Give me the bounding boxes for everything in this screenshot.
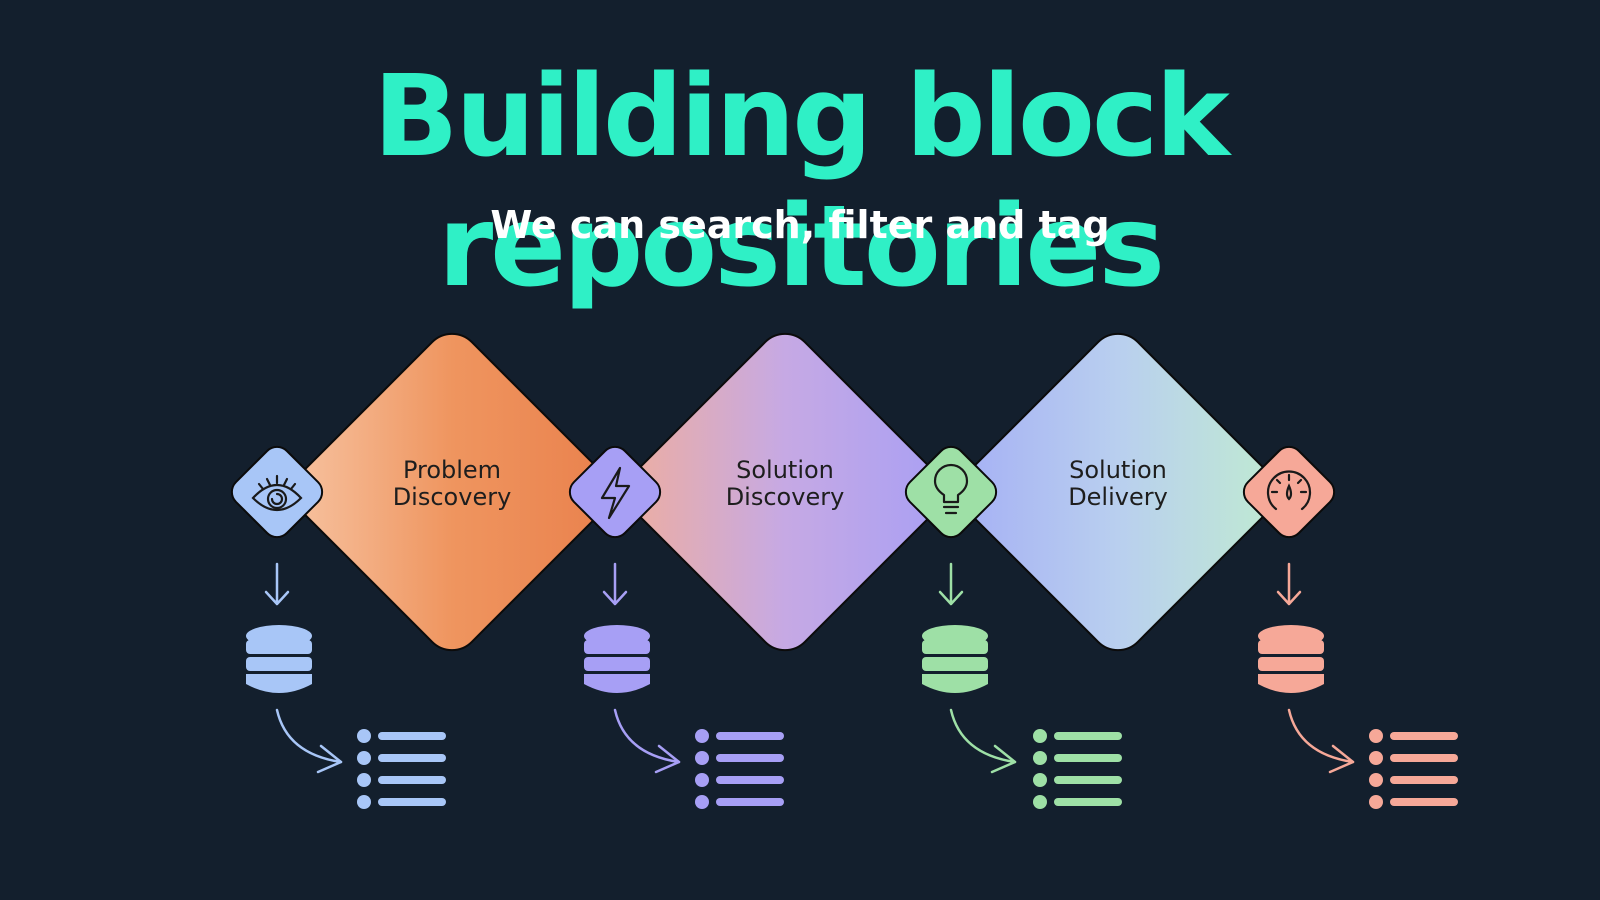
stage-label-line2: Delivery (1068, 483, 1168, 511)
database-icon (584, 625, 650, 693)
curved-arrow-icon (275, 708, 343, 774)
database-icon (922, 625, 988, 693)
checkpoint-4 (1242, 445, 1458, 809)
checkpoint-diamond (904, 445, 998, 539)
gauge-icon (1266, 470, 1312, 511)
database-icon (1258, 625, 1324, 693)
checkpoint-diamond (568, 445, 662, 539)
list-icon (1033, 729, 1122, 809)
list-icon (1369, 729, 1458, 809)
arrow-down-icon (1276, 562, 1302, 606)
checkpoint-1 (230, 445, 446, 809)
stage-solution-discovery: Solution Discovery (625, 332, 945, 652)
page-title: Building block repositories (373, 52, 1230, 312)
curved-arrow-icon (949, 708, 1017, 774)
list-icon (357, 729, 446, 809)
checkpoint-diamond (1242, 445, 1336, 539)
eye-icon (251, 474, 303, 512)
lightbulb-icon (933, 463, 969, 515)
list-icon (695, 729, 784, 809)
stage-label-line2: Discovery (393, 483, 512, 511)
lightning-icon (600, 466, 631, 520)
stage-problem-discovery: Problem Discovery (292, 332, 612, 652)
stage-label-line1: Solution (1069, 456, 1167, 484)
checkpoint-diamond (230, 445, 324, 539)
checkpoint-2 (568, 445, 784, 809)
arrow-down-icon (264, 562, 290, 606)
arrow-down-icon (602, 562, 628, 606)
stage-label-line1: Solution (736, 456, 834, 484)
page-subtitle: We can search, filter and tag (490, 203, 1110, 247)
curved-arrow-icon (1287, 708, 1355, 774)
arrow-down-icon (938, 562, 964, 606)
database-icon (246, 625, 312, 693)
stage-solution-delivery: Solution Delivery (958, 332, 1278, 652)
stage-label-line2: Discovery (726, 483, 845, 511)
checkpoint-3 (904, 445, 1122, 809)
curved-arrow-icon (613, 708, 681, 774)
stage-label-line1: Problem (403, 456, 501, 484)
